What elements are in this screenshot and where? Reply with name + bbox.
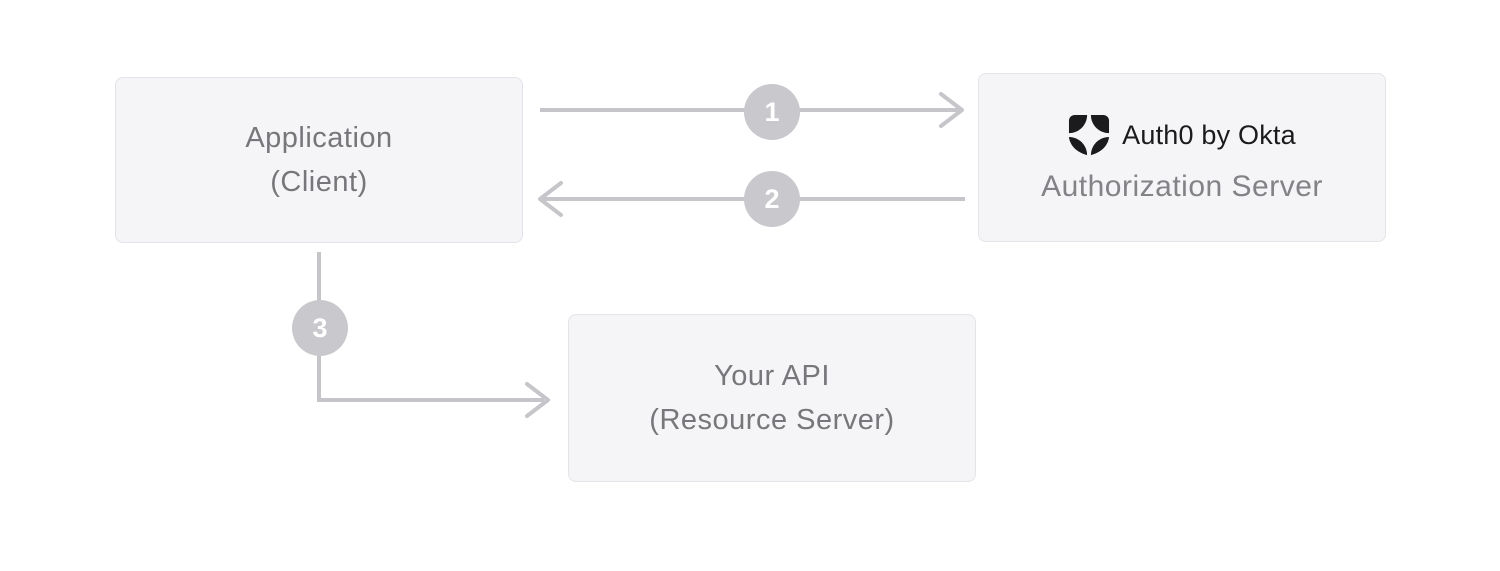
step-2-badge: 2 (744, 171, 800, 227)
arrow-step2-head-icon (538, 181, 563, 217)
application-node-subtitle: (Client) (270, 166, 368, 198)
auth0-logo-text: Auth0 by Okta (1122, 120, 1296, 150)
api-node-subtitle: (Resource Server) (649, 404, 895, 436)
auth0-logo: Auth0 by Okta (1068, 114, 1296, 158)
auth0-shield-icon (1068, 114, 1110, 158)
application-node-title: Application (245, 122, 393, 154)
application-node: Application (Client) (115, 77, 523, 243)
step-1-badge: 1 (744, 84, 800, 140)
api-node: Your API (Resource Server) (568, 314, 976, 482)
arrow-step3-line (317, 252, 544, 402)
api-node-title: Your API (714, 360, 830, 392)
authorization-server-label: Authorization Server (1041, 169, 1323, 203)
authorization-server-node: Auth0 by Okta Authorization Server (978, 73, 1386, 242)
step-3-badge: 3 (292, 300, 348, 356)
arrow-step3-head-icon (525, 382, 550, 418)
arrow-step1-head-icon (939, 92, 964, 128)
